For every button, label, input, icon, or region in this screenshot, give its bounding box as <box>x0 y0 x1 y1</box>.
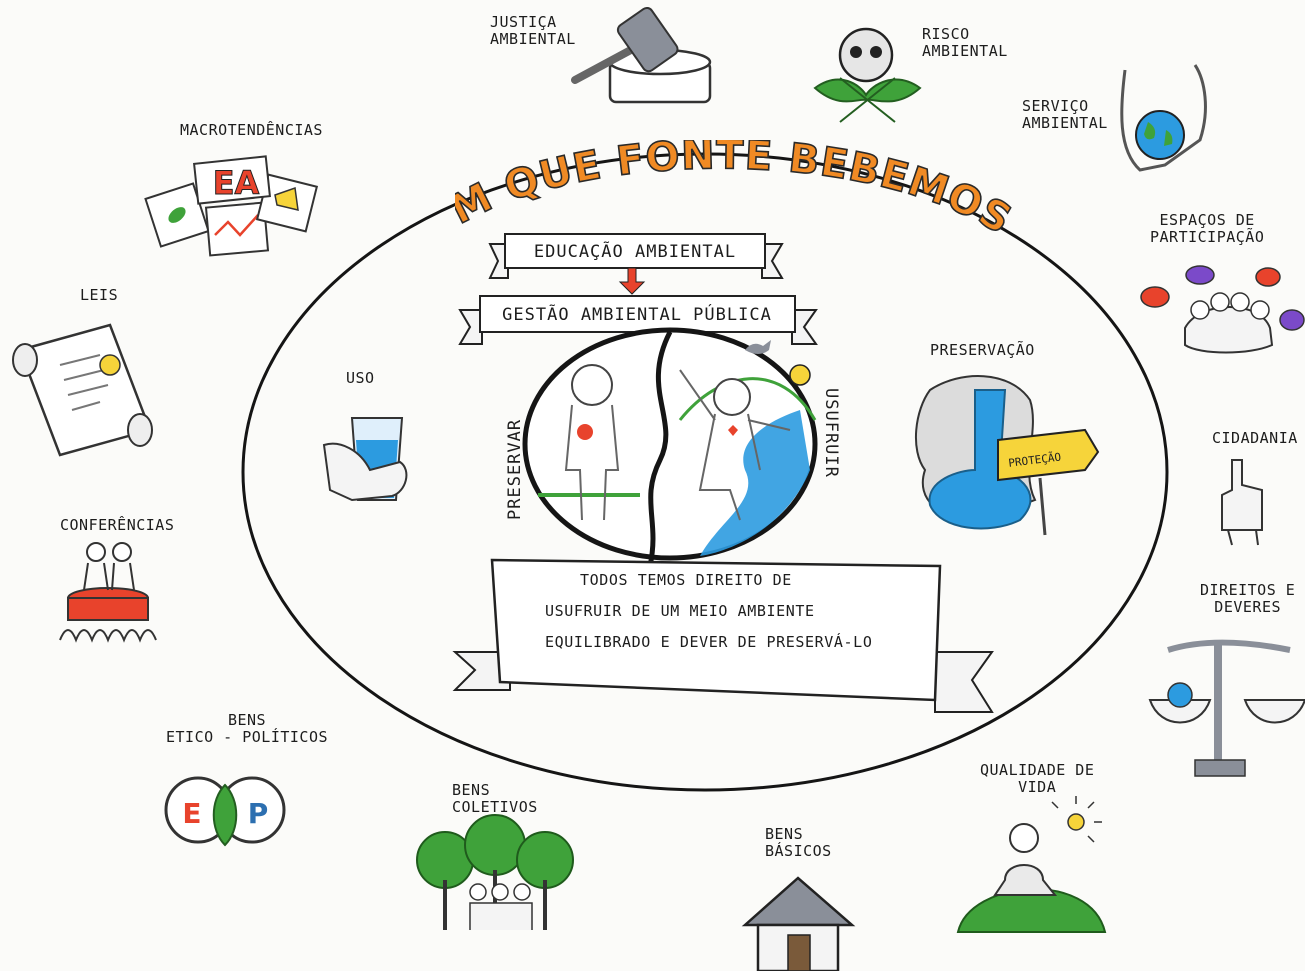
right-arc-label: USUFRUIR <box>821 388 841 478</box>
label-macrotendencias: MACROTENDÊNCIAS <box>180 121 323 139</box>
ea-badge-text: EA <box>213 164 260 202</box>
label-leis: LEIS <box>80 286 119 304</box>
left-arc-label: PRESERVAR <box>505 419 525 520</box>
scales-icon <box>1148 639 1305 777</box>
main-title-text: EM QUE FONTE BEBEMOS ? <box>455 140 1015 245</box>
label-cidadania: CIDADANIA <box>1212 429 1298 447</box>
trees-people-icon <box>416 814 574 930</box>
message-line-2: USUFRUIR DE UM MEIO AMBIENTE <box>545 602 815 620</box>
skull-icon <box>813 27 922 123</box>
ep-right-letter: P <box>248 797 269 830</box>
meditating-person-icon <box>956 796 1107 933</box>
cup-icon <box>322 417 408 502</box>
conference-icon <box>59 542 157 643</box>
label-preservacao: PRESERVAÇÃO <box>930 341 1035 359</box>
protecao-sign-text: PROTEÇÃO <box>1008 450 1062 469</box>
main-title: EM QUE FONTE BEBEMOS ? <box>455 140 1015 245</box>
gavel-icon <box>571 6 712 104</box>
banner-educacao: EDUCAÇÃO AMBIENTAL <box>488 233 784 279</box>
raised-hand-icon <box>1221 459 1263 546</box>
central-ellipse <box>241 152 1169 792</box>
hands-globe-icon <box>1120 64 1207 172</box>
label-uso: USO <box>346 369 375 387</box>
label-conferencias: CONFERÊNCIAS <box>60 516 175 534</box>
message-line-1: TODOS TEMOS DIREITO DE <box>580 571 792 589</box>
banner-gestao: GESTÃO AMBIENTAL PÚBLICA <box>458 295 818 345</box>
ep-left-letter: E <box>182 797 201 830</box>
central-message: TODOS TEMOS DIREITO DE USUFRUIR DE UM ME… <box>510 565 930 658</box>
house-icon <box>741 876 856 971</box>
banner-educacao-text: EDUCAÇÃO AMBIENTAL <box>534 240 736 262</box>
banner-gestao-text: GESTÃO AMBIENTAL PÚBLICA <box>502 303 772 325</box>
waterfall-icon <box>914 375 1100 536</box>
scroll-icon <box>12 323 153 457</box>
ep-circles-icon <box>164 776 286 847</box>
svg-text:EM QUE FONTE BEBEMOS ?: EM QUE FONTE BEBEMOS ? <box>455 140 1015 244</box>
message-line-3: EQUILIBRADO E DEVER DE PRESERVÁ-LO <box>545 633 873 651</box>
red-arrow-icon <box>618 267 646 295</box>
central-globe <box>522 327 818 567</box>
macrotendencias-tiles-icon <box>144 155 319 257</box>
message-banner <box>452 558 994 713</box>
participation-crowd-icon <box>1140 265 1305 354</box>
